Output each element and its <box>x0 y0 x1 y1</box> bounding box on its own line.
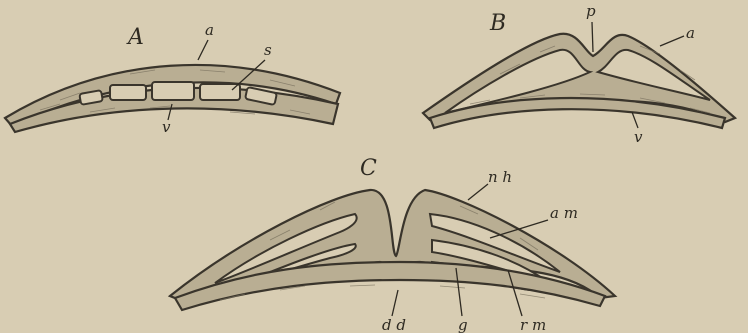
leader-a-panel-a <box>198 40 208 60</box>
leader-nh-panel-c <box>468 184 488 200</box>
panel-a: A a s v <box>5 21 340 136</box>
label-v-panel-b: v <box>634 128 643 146</box>
leader-a-panel-b <box>660 36 684 46</box>
label-a-panel-b: a <box>686 24 695 42</box>
leader-p-panel-b <box>592 22 593 52</box>
label-am-panel-c: a m <box>550 204 578 222</box>
panel-c: C n h a m d d g r m <box>170 156 615 333</box>
label-dd-panel-c: d d <box>382 316 406 333</box>
panel-b-letter: B <box>489 11 506 36</box>
label-v-panel-a: v <box>162 118 171 136</box>
panel-a-letter: A <box>126 25 144 50</box>
label-g-panel-c: g <box>458 316 468 333</box>
leader-v-panel-b <box>632 112 638 128</box>
panel-c-letter: C <box>360 156 377 181</box>
label-s-panel-a: s <box>264 41 272 59</box>
panel-b: B p a v <box>423 2 735 146</box>
label-a-panel-a: a <box>205 21 214 39</box>
leader-dd-panel-c <box>392 290 398 316</box>
label-rm-panel-c: r m <box>520 316 546 333</box>
label-nh-panel-c: n h <box>488 168 512 186</box>
label-p-panel-b: p <box>586 2 596 20</box>
